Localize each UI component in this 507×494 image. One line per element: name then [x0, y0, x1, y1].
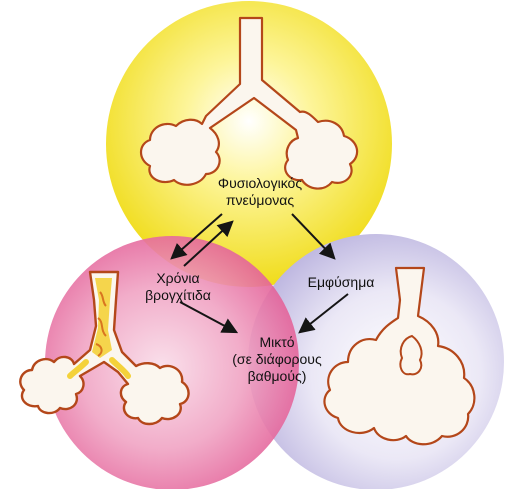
normal-lung-label: Φυσιολογικός πνεύμονας — [205, 175, 315, 209]
emphysema-label: Εμφύσημα — [296, 274, 386, 291]
bronchitis-label: Χρόνια βρογχίτιδα — [128, 270, 228, 304]
emphysema-label-text: Εμφύσημα — [296, 274, 386, 291]
mixed-label-line-2: (σε διάφορους — [222, 351, 332, 368]
mixed-label-line-1: Μικτό — [222, 334, 332, 351]
mixed-label-line-3: βαθμούς) — [222, 368, 332, 385]
bronchitis-label-line-1: Χρόνια — [128, 270, 228, 287]
mixed-label: Μικτό (σε διάφορους βαθμούς) — [222, 334, 332, 385]
bronchitis-label-line-2: βρογχίτιδα — [128, 287, 228, 304]
normal-lung-label-line-1: Φυσιολογικός — [205, 175, 315, 192]
normal-lung-label-line-2: πνεύμονας — [205, 192, 315, 209]
